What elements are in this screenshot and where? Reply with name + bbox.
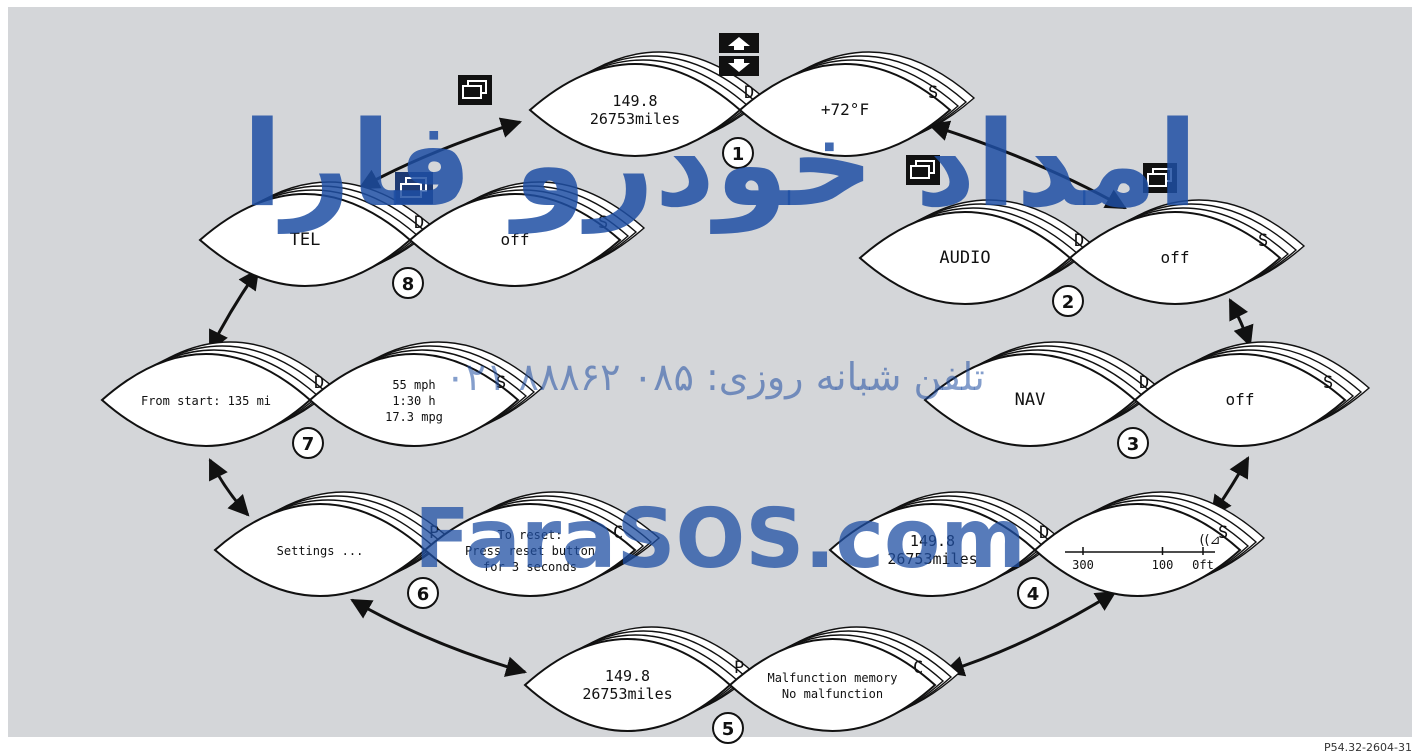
right-tag: S [928,83,938,103]
right-text: Press reset button [465,544,595,558]
step-number-badge [722,137,754,169]
right-page [1133,353,1347,447]
left-tag: D [314,373,324,393]
right-page [738,63,952,157]
left-tag: D [1039,523,1049,543]
left-text: TEL [290,230,321,250]
arrow-4-5 [942,590,1117,677]
step-number-badge [392,267,424,299]
arrow-2-3 [1228,298,1254,347]
left-tag: D [414,213,424,233]
step-number-badge [1117,427,1149,459]
arrow-7-6 [208,458,250,517]
arrow-8-7 [208,268,260,352]
step-number: 2 [1062,292,1075,313]
left-text: 149.8 [605,667,650,685]
watermark-phone: تلفن شبانه روزی: ۰۸۵ ۸۸۸۶۲ ۰۲۱ [445,355,985,400]
menu-screen-2: AUDIO off D S 2 [858,199,1306,317]
right-page [423,503,637,597]
arrow-1-2 [927,120,1127,210]
right-tag: C [613,523,623,543]
left-tag: P [734,658,744,678]
step-number-badge [292,427,324,459]
parking-sensor-icon: ((⊿ [1199,533,1220,548]
step-number: 6 [417,584,430,605]
menu-screen-7: From start: 135 mi 55 mph 1:30 h 17.3 mpg D S… [100,341,544,459]
left-text: 26753miles [887,550,977,568]
arrow-up-icon [719,33,759,53]
left-text: 149.8 [612,92,657,110]
watermark-site: FaraSOS.com [414,492,1026,587]
window-stack-icon [458,75,492,105]
right-text: off [1161,248,1190,267]
left-text: From start: 135 mi [141,394,271,408]
left-tag: D [1074,231,1084,251]
right-text: for 3 seconds [483,560,577,574]
arrow-6-5 [350,598,528,677]
window-stack-icon [1143,163,1177,193]
right-text: 1:30 h [392,394,435,408]
scale-tick-label: 100 [1152,558,1174,572]
right-page [728,638,937,732]
window-stack-icon [395,172,433,204]
menu-screen-3: NAV off D S 3 [923,341,1371,459]
step-number: 1 [732,144,745,165]
right-page [308,353,520,447]
left-text: NAV [1015,390,1046,410]
left-tag: D [744,83,754,103]
navigation-arrows [208,117,1254,677]
watermark-brand: امداد خودرو فارا [242,95,1198,234]
right-text: 17.3 mpg [385,410,443,424]
step-number: 8 [402,274,415,295]
left-tag: P [429,523,439,543]
left-text: 26753miles [590,110,680,128]
right-text: 55 mph [392,378,435,392]
menu-screen-8: TEL off D S 8 [198,181,646,299]
right-text: To reset: [497,528,562,542]
right-tag: S [1323,373,1333,393]
right-tag: C [913,658,923,678]
step-number-badge [407,577,439,609]
step-number: 5 [722,719,735,740]
right-tag: S [1218,523,1228,543]
step-number: 7 [302,434,315,455]
arrow-1-8 [358,117,523,190]
right-page [408,193,622,287]
right-text: No malfunction [782,687,883,701]
scale-tick-label: 0ft [1192,558,1214,572]
step-number-badge [1017,577,1049,609]
right-tag: S [1258,231,1268,251]
left-text: Settings ... [277,544,364,558]
figure-reference: P54.32-2604-31 [1323,741,1412,754]
right-tag: S [496,373,506,393]
right-text: +72°F [821,100,869,119]
step-number: 4 [1027,584,1040,605]
step-number-badge [1052,285,1084,317]
step-number: 3 [1127,434,1140,455]
right-page [1068,211,1282,305]
right-text: off [1226,390,1255,409]
left-text: AUDIO [939,248,990,268]
left-text: 26753miles [582,685,672,703]
arrow-down-icon [719,56,759,76]
step-number-badge [712,712,744,744]
right-text: Malfunction memory [767,671,897,685]
left-tag: D [1139,373,1149,393]
right-tag: S [598,213,608,233]
window-stack-icon [906,155,940,185]
scale-tick-label: 300 [1072,558,1094,572]
right-text: off [501,230,530,249]
menu-screen-6: Settings ... To reset: Press reset button f… [213,491,661,609]
right-page [1033,503,1242,597]
left-text: 149.8 [910,532,955,550]
